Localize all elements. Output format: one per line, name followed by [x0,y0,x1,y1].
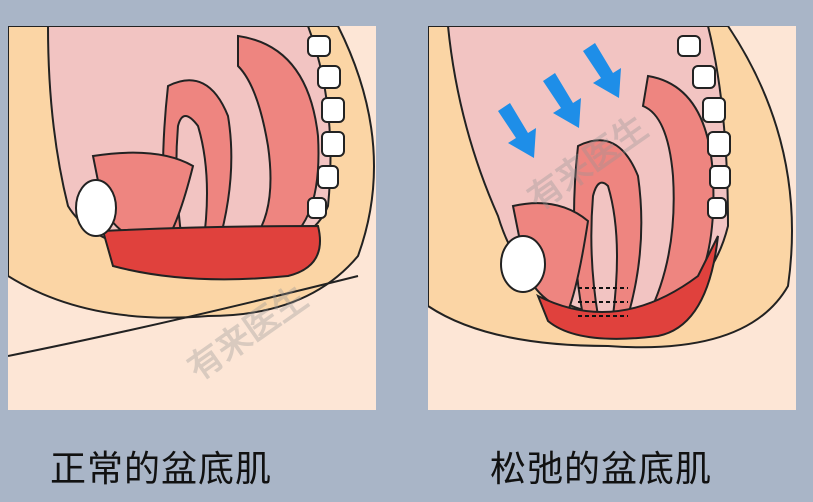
relaxed-pelvic-floor-illustration: 有来医生 [428,26,796,410]
caption-normal: 正常的盆底肌 [50,449,273,490]
gap-arrows [578,287,628,317]
caption-relaxed: 松弛的盆底肌 [490,449,713,490]
normal-pelvic-floor-illustration: 有来医生 [8,26,376,410]
downward-pressure-arrows [498,43,621,158]
